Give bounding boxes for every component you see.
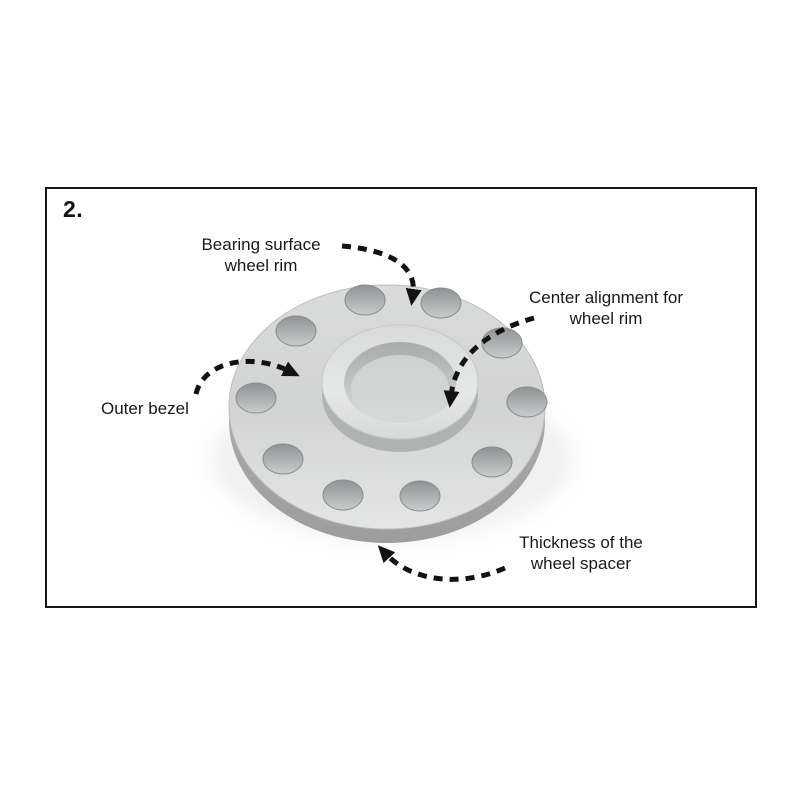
arrow-bearing-surface xyxy=(341,243,422,306)
bolt-holes xyxy=(235,284,548,512)
bolt-hole xyxy=(399,480,441,512)
bolt-hole xyxy=(420,287,462,319)
arrow-outer-bezel xyxy=(193,358,300,395)
annotation-arrows xyxy=(193,243,535,582)
label-bearing-surface: Bearing surface wheel rim xyxy=(201,235,321,275)
arrow-thickness xyxy=(377,545,507,582)
bolt-hole xyxy=(262,443,304,475)
bolt-hole xyxy=(275,315,317,347)
hub-bore-floor xyxy=(351,355,449,423)
bolt-hole xyxy=(322,479,364,511)
bolt-hole xyxy=(344,284,386,316)
label-center-alignment: Center alignment for wheel rim xyxy=(528,288,684,328)
label-thickness: Thickness of the wheel spacer xyxy=(519,533,643,573)
bolt-hole xyxy=(471,446,513,478)
step-number: 2. xyxy=(63,196,84,222)
bolt-hole xyxy=(506,386,548,418)
label-outer-bezel: Outer bezel xyxy=(101,399,189,418)
spacer-disc xyxy=(228,284,548,543)
hub-ring xyxy=(321,324,479,452)
bolt-hole xyxy=(235,382,277,414)
